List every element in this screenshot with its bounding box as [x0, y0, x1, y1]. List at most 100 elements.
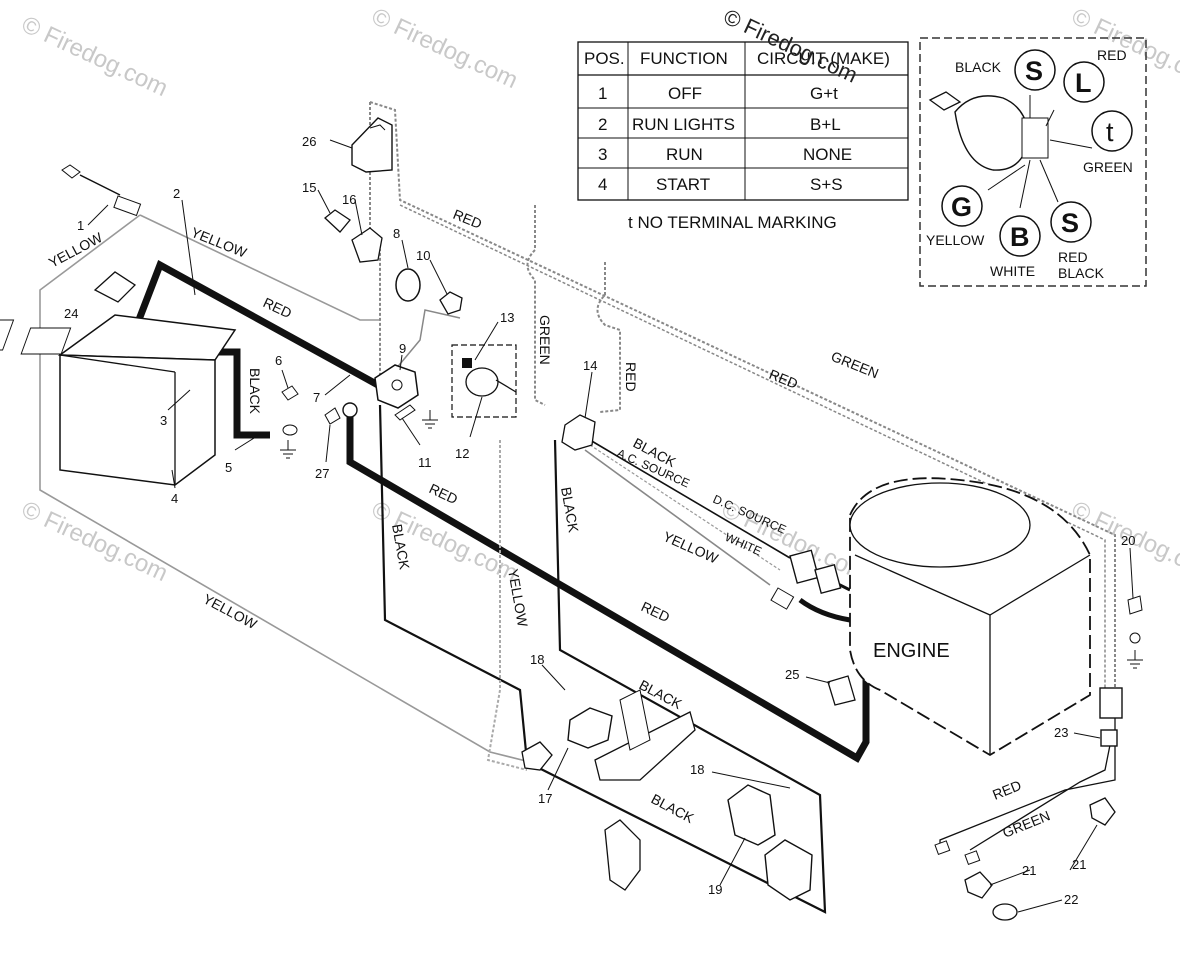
inset-label: BLACK — [1058, 265, 1105, 281]
wire-label-yellow: YELLOW — [201, 591, 261, 633]
pedal-bracket — [604, 819, 641, 891]
ground-symbol — [422, 410, 438, 429]
wire-label-green: GREEN — [537, 315, 553, 365]
part-number: 21 — [1022, 863, 1036, 878]
part-number: 15 — [302, 180, 316, 195]
battery — [0, 314, 237, 486]
part-11-bolt — [394, 404, 416, 421]
part-number: 19 — [708, 882, 722, 897]
part-8-bezel — [395, 268, 421, 302]
part-25-sensor — [827, 675, 856, 706]
part-21-socket — [964, 871, 993, 899]
wire-label-black: BLACK — [247, 368, 263, 415]
table-cell: NONE — [803, 145, 852, 164]
wire-label-yellow: YELLOW — [661, 528, 722, 567]
part-number: 9 — [399, 341, 406, 356]
part-12-ignition-switch — [462, 358, 517, 397]
terminal-s-bottom: S — [1061, 208, 1079, 238]
part-number: 22 — [1064, 892, 1078, 907]
part-14-connector — [561, 414, 596, 451]
table-header-circuit: CIRCUIT (MAKE) — [757, 49, 890, 68]
part-number: 20 — [1121, 533, 1135, 548]
table-cell: B+L — [810, 115, 841, 134]
part-number: 5 — [225, 460, 232, 475]
part-number: 23 — [1054, 725, 1068, 740]
part-number: 4 — [171, 491, 178, 506]
wire-label-yellow: YELLOW — [189, 224, 250, 261]
wire-label-red: RED — [451, 206, 484, 232]
part-number: 24 — [64, 306, 78, 321]
wire-label-red: RED — [639, 598, 673, 625]
terminal-b: B — [1010, 222, 1030, 252]
part-22-bulb — [992, 903, 1018, 921]
part-number: 12 — [455, 446, 469, 461]
wire-label-red: RED — [767, 366, 800, 392]
wire-label-black: BLACK — [389, 523, 413, 572]
part-number: 17 — [538, 791, 552, 806]
engine-label: ENGINE — [873, 640, 950, 662]
terminal-t: t — [1106, 117, 1114, 147]
wire-label-red: RED — [261, 294, 295, 321]
part-number: 6 — [275, 353, 282, 368]
part-number: 3 — [160, 413, 167, 428]
wire-label-green: GREEN — [829, 348, 881, 381]
connector — [1099, 687, 1123, 719]
inset-label: WHITE — [990, 263, 1035, 279]
wire-label-black: BLACK — [649, 791, 698, 827]
part-10-nut — [439, 291, 463, 315]
part-27-screw — [324, 407, 341, 425]
part-16 — [351, 227, 383, 263]
part-number: 7 — [313, 390, 320, 405]
terminal-s-top: S — [1025, 56, 1043, 86]
ground-symbol — [1127, 650, 1143, 669]
part-number: 25 — [785, 667, 799, 682]
wire-label-red: RED — [427, 480, 461, 507]
part-number: 26 — [302, 134, 316, 149]
part-21-socket — [1089, 797, 1116, 826]
part-9-solenoid — [374, 364, 419, 409]
table-cell: RUN LIGHTS — [632, 115, 735, 134]
ground-symbol — [280, 440, 296, 459]
part-number: 2 — [173, 186, 180, 201]
inset-label: BLACK — [955, 59, 1002, 75]
table-cell: RUN — [666, 145, 703, 164]
part-20-screw — [1127, 595, 1143, 615]
engine — [849, 477, 1091, 757]
part-number: 18 — [530, 652, 544, 667]
part-number: 18 — [690, 762, 704, 777]
ignition-switch-inset: S L t G B S BLACK RED GREEN YELLOW WHITE… — [919, 37, 1147, 287]
part-number: 27 — [315, 466, 329, 481]
part-number: 21 — [1072, 857, 1086, 872]
part-6-bolt — [281, 385, 299, 401]
table-cell: 4 — [598, 175, 607, 194]
inset-label: GREEN — [1083, 159, 1133, 175]
table-cell: S+S — [810, 175, 843, 194]
watermark: © Firedog.com — [367, 496, 521, 587]
inset-label: RED — [1097, 47, 1127, 63]
switch-body — [954, 95, 1030, 171]
part-number: 8 — [393, 226, 400, 241]
terminal-l: L — [1075, 68, 1092, 98]
switch-function-table: POS. FUNCTION CIRCUIT (MAKE) 1 OFF G+t 2… — [577, 41, 909, 232]
watermark: © Firedog.com — [367, 3, 521, 94]
table-header-pos: POS. — [584, 49, 625, 68]
part-number: 14 — [583, 358, 597, 373]
watermark: © Firedog.com — [17, 11, 171, 102]
part-19-brake-switch — [727, 784, 813, 901]
part-number: 1 — [77, 218, 84, 233]
part-numbers: 1 2 3 4 5 6 7 8 9 10 11 12 13 14 15 16 1… — [64, 134, 1135, 907]
part-number: 10 — [416, 248, 430, 263]
key-icon — [928, 91, 962, 111]
watermark: © Firedog.com — [17, 496, 171, 587]
part-number: 16 — [342, 192, 356, 207]
wire-label-red: RED — [623, 362, 639, 392]
leader-lines — [87, 139, 1134, 913]
table-header-function: FUNCTION — [640, 49, 728, 68]
part-number: 11 — [418, 455, 432, 470]
table-cell: 1 — [598, 84, 607, 103]
inset-label: RED — [1058, 249, 1088, 265]
inset-label: YELLOW — [926, 232, 985, 248]
wire-label-yellow: YELLOW — [505, 568, 531, 629]
components — [0, 117, 1143, 921]
